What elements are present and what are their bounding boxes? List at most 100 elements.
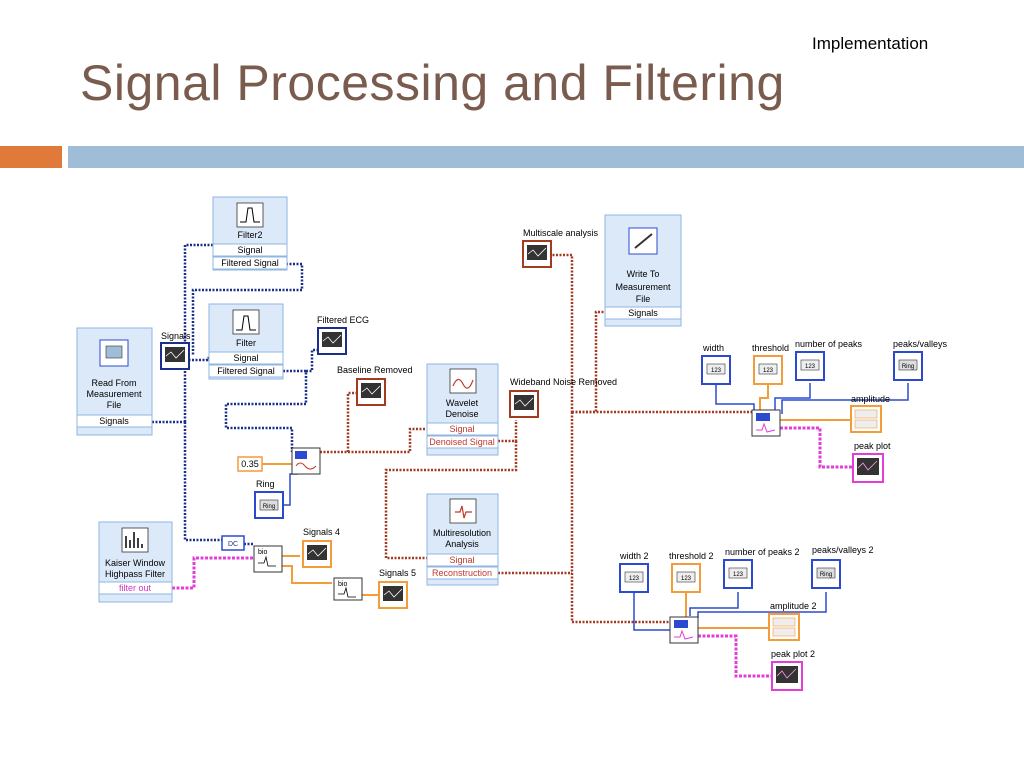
- wavelet-title-line2: Denoise: [445, 409, 478, 419]
- graph-indicator-wideband-noise-removed[interactable]: Wideband Noise Removed: [509, 377, 617, 418]
- wire-filter-out: [224, 369, 308, 452]
- wire-wavelet-out: [498, 420, 518, 443]
- kaiser-terminal-filter-out: filter out: [119, 583, 152, 593]
- graph-indicator-signals[interactable]: Signals: [160, 331, 191, 370]
- node-multiresolution-analysis[interactable]: Multiresolution Analysis Signal Reconstr…: [426, 493, 499, 586]
- filter2-terminal-filtered-signal: Filtered Signal: [221, 258, 279, 268]
- multires-title-line1: Multiresolution: [433, 528, 491, 538]
- width-label: width: [702, 343, 724, 353]
- filter-title: Filter: [236, 338, 256, 348]
- section-label: Implementation: [812, 34, 929, 53]
- bio-node-2[interactable]: bio: [333, 577, 363, 601]
- numeric-control-number-of-peaks2[interactable]: number of peaks 2 123: [723, 547, 800, 589]
- write-file-title-line3: File: [636, 294, 651, 304]
- graph-indicator-peak-plot2[interactable]: peak plot 2: [771, 649, 815, 691]
- filter2-title: Filter2: [237, 230, 262, 240]
- graph-indicator-multiscale-analysis[interactable]: Multiscale analysis: [522, 228, 599, 268]
- width-control-value: 123: [711, 368, 722, 374]
- array-indicator-amplitude2[interactable]: amplitude 2: [768, 601, 817, 641]
- wire-bio-out2: [282, 565, 332, 584]
- multires-terminal-signal: Signal: [449, 555, 474, 565]
- wavelet-terminal-denoised-signal: Denoised Signal: [429, 437, 495, 447]
- ring-control-value: Ring: [263, 504, 275, 510]
- signals4-label: Signals 4: [303, 527, 340, 537]
- slide-title: Signal Processing and Filtering: [80, 55, 785, 111]
- numeric-control-threshold[interactable]: threshold 123: [752, 343, 789, 385]
- wire-width: [715, 384, 755, 414]
- write-file-title-line1: Write To: [627, 269, 660, 279]
- node-filter[interactable]: Filter Signal Filtered Signal: [208, 303, 284, 380]
- accent-band-blue: [68, 146, 1024, 168]
- accent-band-orange: [0, 146, 62, 168]
- wires: [152, 243, 909, 678]
- wire-num-peaks: [774, 383, 811, 410]
- read-file-terminal-signals: Signals: [99, 416, 129, 426]
- wire-peaks-valleys: [781, 383, 909, 414]
- signals-label: Signals: [161, 331, 191, 341]
- threshold-control-value: 123: [763, 368, 774, 374]
- write-file-title-line2: Measurement: [615, 282, 671, 292]
- wire-to-multiscale: [549, 253, 574, 412]
- number-of-peaks2-label: number of peaks 2: [725, 547, 800, 557]
- wideband-noise-removed-label: Wideband Noise Removed: [510, 377, 617, 387]
- kaiser-title-line1: Kaiser Window: [105, 558, 166, 568]
- peaks-valleys2-label: peaks/valleys 2: [812, 545, 874, 555]
- node-wavelet-denoise[interactable]: Wavelet Denoise Signal Denoised Signal: [426, 363, 499, 456]
- ring-control-peaks-valleys[interactable]: peaks/valleys Ring: [893, 339, 948, 381]
- width2-label: width 2: [619, 551, 649, 561]
- wavelet-terminal-signal: Signal: [449, 424, 474, 434]
- numeric-control-threshold2[interactable]: threshold 2 123: [669, 551, 714, 593]
- wire-main-vertical: [570, 412, 672, 624]
- wire-width2: [633, 592, 672, 631]
- wire-peakplot2: [698, 634, 772, 678]
- node-kaiser-window-highpass-filter[interactable]: Kaiser Window Highpass Filter filter out: [98, 521, 173, 603]
- numeric-control-width[interactable]: width 123: [701, 343, 731, 385]
- node-write-to-measurement-file[interactable]: Write To Measurement File Signals: [604, 214, 682, 327]
- wire-filter-to-ecg: [306, 348, 318, 373]
- peak-detector-1[interactable]: [751, 409, 781, 437]
- bio1-label: bio: [258, 549, 267, 556]
- bio2-label: bio: [338, 581, 347, 588]
- ring-control[interactable]: Ring Ring: [254, 479, 284, 519]
- wire-trunk-down: [183, 422, 222, 542]
- filter-terminal-filtered-signal: Filtered Signal: [217, 366, 275, 376]
- ring-control-peaks-valleys2[interactable]: peaks/valleys 2 Ring: [811, 545, 874, 589]
- wire-to-wavelet: [348, 427, 427, 454]
- wire-to-multires: [384, 441, 518, 560]
- numeric-control-number-of-peaks[interactable]: number of peaks 123: [795, 339, 863, 381]
- node-read-from-measurement-file[interactable]: Read From Measurement File Signals: [76, 327, 153, 436]
- threshold-label: threshold: [752, 343, 789, 353]
- amplitude-label: amplitude: [851, 394, 890, 404]
- numeric-control-width2[interactable]: width 2 123: [619, 551, 649, 593]
- graph-indicator-signals4[interactable]: Signals 4: [302, 527, 340, 568]
- wire-num-peaks2: [689, 592, 739, 616]
- wire-to-write: [572, 310, 605, 414]
- wire-peaks-valleys2: [697, 592, 827, 618]
- peaks-valleys-control-value: Ring: [902, 364, 914, 370]
- function-node-baseline[interactable]: [291, 447, 321, 475]
- peak-detector-2[interactable]: [669, 616, 699, 644]
- graph-indicator-filtered-ecg[interactable]: Filtered ECG: [317, 315, 369, 355]
- kaiser-title-line2: Highpass Filter: [105, 569, 165, 579]
- wire-trunk-filter: [185, 356, 213, 362]
- numeric-constant[interactable]: 0.35: [237, 456, 263, 472]
- wire-to-baseline: [320, 391, 357, 454]
- array-indicator-amplitude[interactable]: amplitude: [850, 394, 890, 433]
- number-of-peaks-control-value: 123: [805, 364, 816, 370]
- graph-indicator-baseline-removed[interactable]: Baseline Removed: [337, 365, 413, 406]
- graph-indicator-signals5[interactable]: Signals 5: [378, 568, 416, 609]
- wire-threshold: [759, 383, 769, 410]
- threshold2-control-value: 123: [681, 576, 692, 582]
- read-file-title-line1: Read From: [91, 378, 136, 388]
- bio-node-1[interactable]: bio: [253, 545, 283, 573]
- convert-dc-node[interactable]: DC: [221, 535, 245, 551]
- baseline-removed-label: Baseline Removed: [337, 365, 413, 375]
- filter2-terminal-signal: Signal: [237, 245, 262, 255]
- graph-indicator-peak-plot[interactable]: peak plot: [852, 441, 891, 483]
- number-of-peaks2-control-value: 123: [733, 572, 744, 578]
- filter-terminal-signal: Signal: [233, 353, 258, 363]
- write-file-terminal-signals: Signals: [628, 308, 658, 318]
- node-filter2[interactable]: Filter2 Signal Filtered Signal: [212, 196, 288, 271]
- peak-plot2-label: peak plot 2: [771, 649, 815, 659]
- ring-label: Ring: [256, 479, 275, 489]
